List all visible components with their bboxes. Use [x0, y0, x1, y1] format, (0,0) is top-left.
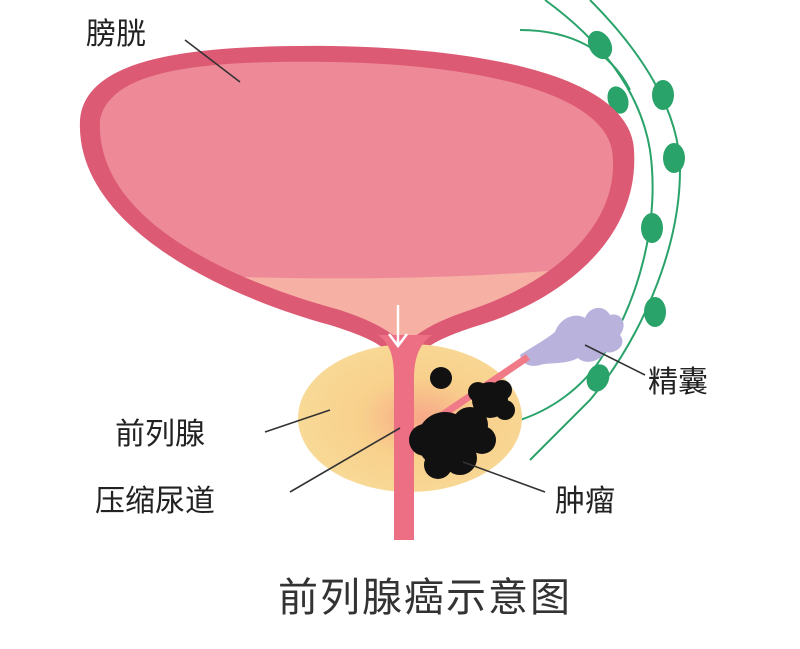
label-prostate: 前列腺	[115, 417, 205, 452]
leader-lines	[184, 39, 646, 493]
label-compressed-urethra: 压缩尿道	[95, 484, 215, 519]
label-bladder: 膀胱	[86, 17, 146, 52]
label-seminal-vesicle: 精囊	[648, 365, 708, 400]
tumor	[409, 367, 515, 479]
diagram-title: 前列腺癌示意图	[278, 575, 572, 621]
urethra	[378, 335, 432, 540]
lymph-nodes	[586, 30, 685, 392]
flow-arrow-icon	[388, 305, 408, 349]
label-tumor: 肿瘤	[555, 484, 615, 519]
